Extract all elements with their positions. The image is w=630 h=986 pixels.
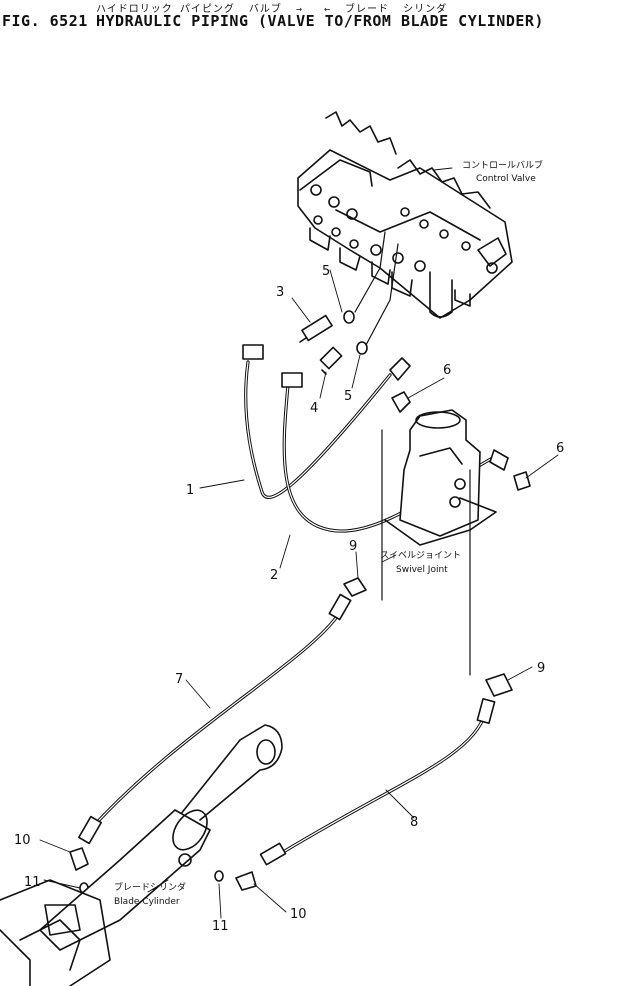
callout-7: 7	[175, 672, 183, 687]
callout-6-lower: 6	[556, 441, 564, 456]
callout-11-left: 11	[24, 875, 41, 890]
callout-10-left: 10	[14, 833, 31, 848]
hose-1-core	[245, 361, 391, 498]
callout-3: 3	[276, 285, 284, 300]
port-leader-lower	[365, 243, 399, 346]
blade-cylinder-label-kana: ブレードシリンダ	[114, 881, 186, 893]
callout-9-right: 9	[537, 661, 545, 676]
hose-8-upper-end	[476, 698, 496, 724]
hose-8	[268, 710, 488, 862]
swivel-joint	[384, 409, 497, 546]
control-valve-label: Control Valve	[476, 174, 536, 184]
callout-6-upper: 6	[443, 363, 451, 378]
swivel-joint-label-kana: スイベルジョイント	[380, 551, 461, 561]
callout-1: 1	[186, 483, 194, 498]
callout-8: 8	[410, 815, 418, 830]
callout-leaders	[39, 167, 559, 919]
blade-cylinder	[0, 724, 283, 986]
o-ring-11-right	[214, 870, 224, 882]
elbow-fitting-6-upper	[391, 391, 411, 413]
figure-number: FIG. 6521	[2, 12, 88, 30]
hose-7-core	[89, 611, 341, 831]
port-leader-upper	[354, 231, 386, 313]
hose-7-upper-end	[328, 593, 352, 621]
swivel-joint-label: Swivel Joint	[396, 565, 448, 575]
control-valve-label-kana: コントロールバルブ	[462, 159, 543, 171]
callout-11-right: 11	[212, 919, 229, 934]
callout-10-right: 10	[290, 907, 307, 922]
elbow-fitting-10-right	[235, 871, 257, 891]
hose-1	[244, 360, 392, 499]
hose-8-lower-end	[259, 842, 287, 866]
blade-cylinder-label: Blade Cylinder	[114, 897, 180, 907]
callout-2: 2	[270, 568, 278, 583]
hose-1-valve-end	[389, 357, 411, 381]
hose-7-lower-end	[78, 815, 102, 845]
union-fitting-3	[299, 314, 333, 343]
hose-7	[88, 610, 342, 832]
elbow-fitting-9-upper	[343, 577, 367, 597]
callout-9-upper: 9	[349, 539, 357, 554]
o-ring-5-lower	[356, 341, 368, 355]
hose-2-elbow-end	[281, 372, 303, 388]
adapter-fitting-4	[319, 346, 343, 375]
hose-1-elbow-end	[242, 344, 264, 360]
control-valve-assembly	[297, 111, 513, 319]
figure-title: HYDRAULIC PIPING (VALVE TO/FROM BLADE CY…	[96, 12, 544, 30]
o-ring-5-upper	[343, 310, 355, 324]
elbow-fitting-6-lower	[513, 471, 531, 491]
hose-8-core	[269, 711, 487, 861]
callout-4: 4	[310, 401, 318, 416]
elbow-fitting-10-left	[69, 847, 89, 871]
figure-title-kana: ハイドロリック パイピング バルブ → ← ブレード シリンダ	[96, 4, 448, 15]
callout-5-lower: 5	[344, 389, 352, 404]
callout-5-upper: 5	[322, 264, 330, 279]
hose-2-swivel-end	[489, 449, 509, 471]
elbow-fitting-9-right	[485, 673, 513, 697]
